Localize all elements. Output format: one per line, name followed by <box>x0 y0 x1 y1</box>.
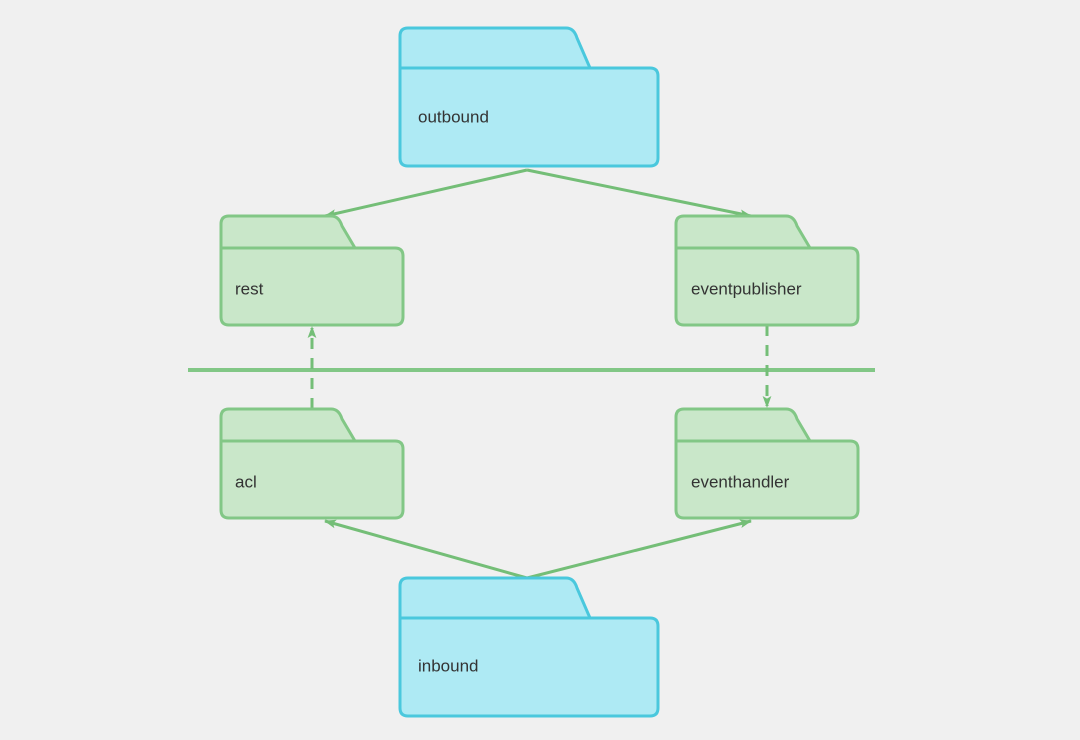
nodes-group: outbound rest eventpublisher acl eventhandle… <box>219 26 860 718</box>
folder-outline <box>219 214 405 327</box>
node-eventhandler[interactable]: eventhandler <box>674 407 860 520</box>
node-eventpublisher[interactable]: eventpublisher <box>674 214 860 327</box>
edge-inbound-to-eventhandler <box>526 519 752 580</box>
node-label-rest: rest <box>235 279 264 298</box>
folder-outline <box>219 407 405 520</box>
node-rest[interactable]: rest <box>219 214 405 327</box>
folder-outline <box>398 576 660 718</box>
node-label-acl: acl <box>235 472 257 491</box>
node-outbound[interactable]: outbound <box>398 26 660 168</box>
edge-outbound-to-rest <box>324 168 528 218</box>
node-label-eventhandler: eventhandler <box>691 472 790 491</box>
folder-outline <box>398 26 660 168</box>
edge-inbound-to-acl <box>324 519 528 580</box>
node-label-outbound: outbound <box>418 107 489 126</box>
node-inbound[interactable]: inbound <box>398 576 660 718</box>
edges-group <box>307 168 772 580</box>
node-label-eventpublisher: eventpublisher <box>691 279 802 298</box>
folder-outline <box>674 407 860 520</box>
node-label-inbound: inbound <box>418 656 479 675</box>
node-acl[interactable]: acl <box>219 407 405 520</box>
folder-outline <box>674 214 860 327</box>
edge-outbound-to-eventpublisher <box>526 168 752 219</box>
